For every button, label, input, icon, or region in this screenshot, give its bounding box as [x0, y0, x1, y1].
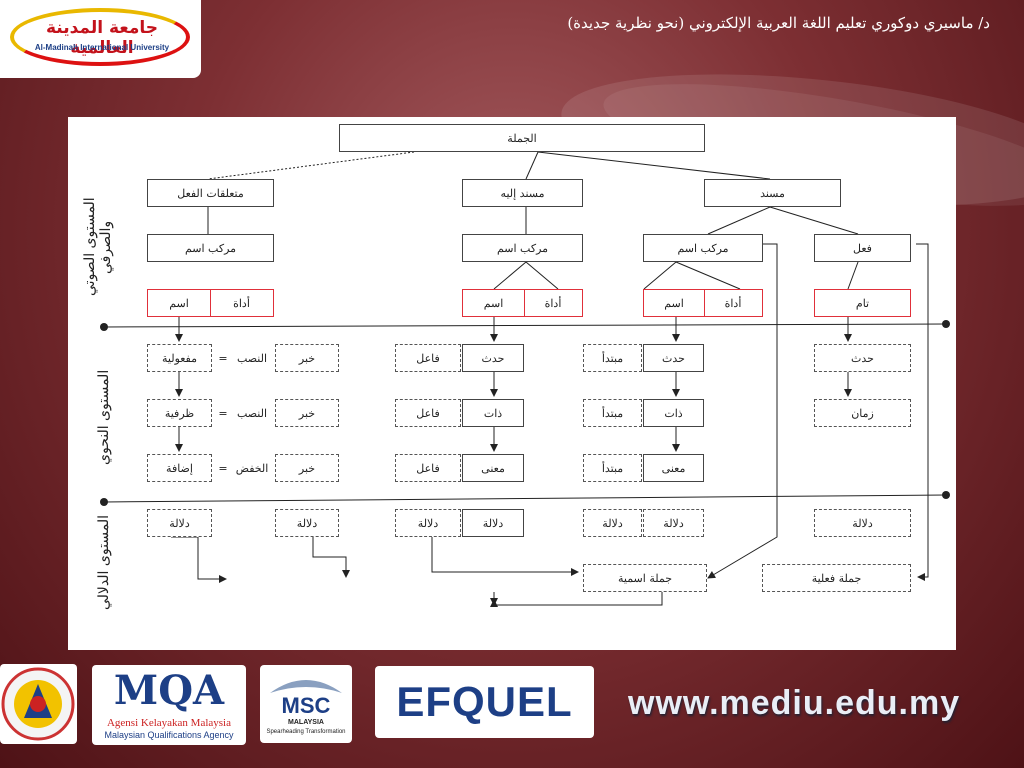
node-mana: معنى: [643, 454, 704, 482]
node-khabar: خبر: [275, 344, 339, 372]
node-mutaallaqat: متعلقات الفعل: [147, 179, 274, 207]
node-ism-adat: أداة اسم: [462, 289, 583, 317]
node-ism-adat: أداة اسم: [643, 289, 763, 317]
mqa-logo: MQA Agensi Kelayakan Malaysia Malaysian …: [92, 665, 246, 745]
node-zarfiyya: ظرفية: [147, 399, 212, 427]
efquel-text: EFQUEL: [396, 678, 573, 725]
level-label-morph: المستوى الصوتي والصرفي: [82, 197, 114, 297]
label-nasb: النصب: [236, 351, 268, 365]
level-label-semantic: المستوى الدلالي: [96, 514, 112, 610]
node-dalala: دلالة: [462, 509, 524, 537]
node-mana: معنى: [462, 454, 524, 482]
node-tam: تام: [814, 289, 911, 317]
node-mubtada: مبتدأ: [583, 344, 642, 372]
cell-adat: أداة: [544, 296, 562, 310]
node-mubtada: مبتدأ: [583, 399, 642, 427]
msc-sub: MALAYSIA: [288, 719, 324, 726]
node-murakkab-ism: مركب اسم: [643, 234, 763, 262]
cell-adat: أداة: [724, 296, 742, 310]
node-murakkab-ism: مركب اسم: [147, 234, 274, 262]
node-fail: فاعل: [395, 454, 461, 482]
node-khabar: خبر: [275, 399, 339, 427]
node-dalala: دلالة: [147, 509, 212, 537]
logo-english-text: Al-Madinah International University: [34, 43, 170, 52]
slide-title: د/ ماسيري دوكوري تعليم اللغة العربية الإ…: [567, 14, 990, 32]
seal-icon: [1, 667, 75, 741]
node-dhat: ذات: [643, 399, 704, 427]
node-musnad-ilayh: مسند إليه: [462, 179, 583, 207]
node-hadath: حدث: [643, 344, 704, 372]
efquel-logo: EFQUEL: [375, 666, 594, 738]
node-dalala: دلالة: [814, 509, 911, 537]
node-mubtada: مبتدأ: [583, 454, 642, 482]
diagram-panel: الجملة متعلقات الفعل مسند إليه مسند مركب…: [68, 117, 956, 650]
ministry-seal: [0, 664, 77, 744]
node-murakkab-ism: مركب اسم: [462, 234, 583, 262]
cell-ism: اسم: [148, 290, 211, 316]
node-dalala: دلالة: [395, 509, 461, 537]
node-fail: فاعل: [395, 399, 461, 427]
node-jumla-ismiyya: جملة اسمية: [583, 564, 707, 592]
node-fail: فاعل: [395, 344, 461, 372]
node-mafuliyya: مفعولية: [147, 344, 212, 372]
cell-ism: اسم: [644, 290, 705, 316]
node-idafa: إضافة: [147, 454, 212, 482]
node-dalala: دلالة: [583, 509, 642, 537]
equals-sign: =: [218, 461, 228, 475]
logo-arabic-text: جامعة المدينة العالمية: [45, 18, 159, 58]
msc-title: MSC: [281, 693, 331, 718]
node-jumla-filiyya: جملة فعلية: [762, 564, 911, 592]
node-dalala: دلالة: [643, 509, 704, 537]
node-hadath: حدث: [814, 344, 911, 372]
equals-sign: =: [218, 351, 228, 365]
equals-sign: =: [218, 406, 228, 420]
node-hadath: حدث: [462, 344, 524, 372]
msc-wing-icon: [270, 680, 342, 693]
website-url[interactable]: www.mediu.edu.my: [628, 684, 961, 722]
mqa-title: MQA: [113, 667, 225, 714]
cell-ism: اسم: [463, 290, 525, 316]
node-dhat: ذات: [462, 399, 524, 427]
level-label-syntax: المستوى النحوي: [96, 369, 112, 465]
node-root: الجملة: [339, 124, 705, 152]
msc-tag: Spearheading Transformation: [266, 729, 346, 735]
logo-ring: [10, 8, 190, 66]
university-logo: جامعة المدينة العالمية Al-Madinah Intern…: [0, 0, 201, 78]
node-ism-adat: أداة اسم: [147, 289, 274, 317]
label-khafd: الخفض: [235, 461, 269, 475]
node-zaman: زمان: [814, 399, 911, 427]
mqa-line2: Malaysian Qualifications Agency: [104, 730, 234, 740]
node-fil: فعل: [814, 234, 911, 262]
node-khabar: خبر: [275, 454, 339, 482]
node-musnad: مسند: [704, 179, 841, 207]
mqa-line1: Agensi Kelayakan Malaysia: [106, 717, 231, 729]
node-dalala: دلالة: [275, 509, 339, 537]
msc-logo: MSC MALAYSIA Spearheading Transformation: [260, 665, 352, 743]
label-nasb: النصب: [236, 406, 268, 420]
connector-lines: [100, 151, 950, 607]
cell-adat: أداة: [233, 296, 250, 310]
